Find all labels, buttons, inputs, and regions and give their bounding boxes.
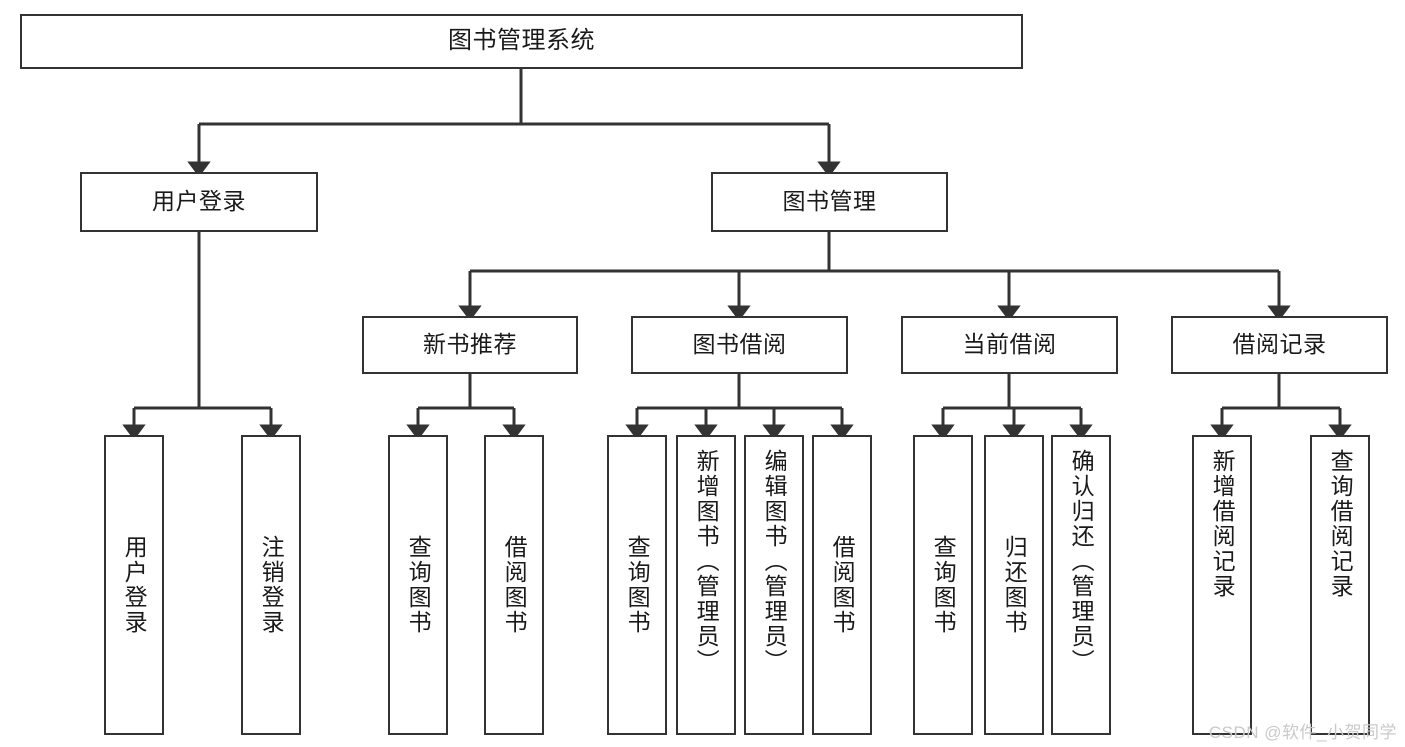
node-root[interactable]: 图书管理系统 — [20, 14, 1023, 69]
node-leaf-add-book-label: 新增图书（管理员） — [693, 449, 720, 674]
node-book-manage[interactable]: 图书管理 — [711, 172, 948, 232]
node-leaf-user-login[interactable]: 用户登录 — [104, 435, 164, 735]
node-leaf-confirm-return-label: 确认归还（管理员） — [1068, 449, 1095, 674]
node-leaf-borrow-book-1-label: 借阅图书 — [501, 535, 528, 635]
node-leaf-add-record-label: 新增借阅记录 — [1209, 449, 1236, 599]
node-leaf-add-book[interactable]: 新增图书（管理员） — [676, 435, 736, 735]
node-leaf-query-book-1[interactable]: 查询图书 — [388, 435, 448, 735]
node-current-borrow[interactable]: 当前借阅 — [901, 316, 1118, 374]
node-leaf-query-book-1-label: 查询图书 — [405, 535, 432, 635]
node-borrow-record-label: 借阅记录 — [1232, 331, 1327, 358]
node-book-borrow-label: 图书借阅 — [692, 331, 787, 358]
node-leaf-query-record[interactable]: 查询借阅记录 — [1310, 435, 1370, 735]
node-borrow-record[interactable]: 借阅记录 — [1171, 316, 1388, 374]
node-leaf-borrow-book-2[interactable]: 借阅图书 — [812, 435, 872, 735]
node-leaf-logout-label: 注销登录 — [258, 535, 285, 635]
node-book-manage-label: 图书管理 — [782, 188, 877, 215]
node-user-login[interactable]: 用户登录 — [80, 172, 318, 232]
node-book-borrow[interactable]: 图书借阅 — [631, 316, 848, 374]
node-leaf-edit-book-label: 编辑图书（管理员） — [761, 449, 788, 674]
node-leaf-confirm-return[interactable]: 确认归还（管理员） — [1051, 435, 1111, 735]
node-leaf-logout[interactable]: 注销登录 — [241, 435, 301, 735]
node-leaf-edit-book[interactable]: 编辑图书（管理员） — [744, 435, 804, 735]
node-leaf-query-record-label: 查询借阅记录 — [1327, 449, 1354, 599]
node-root-label: 图书管理系统 — [448, 27, 595, 55]
node-leaf-add-record[interactable]: 新增借阅记录 — [1192, 435, 1252, 735]
node-leaf-borrow-book-1[interactable]: 借阅图书 — [484, 435, 544, 735]
node-leaf-query-book-3-label: 查询图书 — [930, 535, 957, 635]
node-leaf-query-book-2[interactable]: 查询图书 — [607, 435, 667, 735]
node-leaf-user-login-label: 用户登录 — [121, 535, 148, 635]
node-leaf-return-book[interactable]: 归还图书 — [984, 435, 1044, 735]
node-leaf-query-book-2-label: 查询图书 — [624, 535, 651, 635]
csdn-watermark: CSDN @软件_小贺同学 — [1208, 723, 1397, 742]
node-new-book-recommend[interactable]: 新书推荐 — [362, 316, 578, 374]
node-leaf-return-book-label: 归还图书 — [1001, 535, 1028, 635]
node-new-book-recommend-label: 新书推荐 — [423, 331, 517, 358]
node-current-borrow-label: 当前借阅 — [962, 331, 1057, 358]
node-leaf-query-book-3[interactable]: 查询图书 — [913, 435, 973, 735]
node-leaf-borrow-book-2-label: 借阅图书 — [829, 535, 856, 635]
node-user-login-label: 用户登录 — [152, 188, 246, 215]
